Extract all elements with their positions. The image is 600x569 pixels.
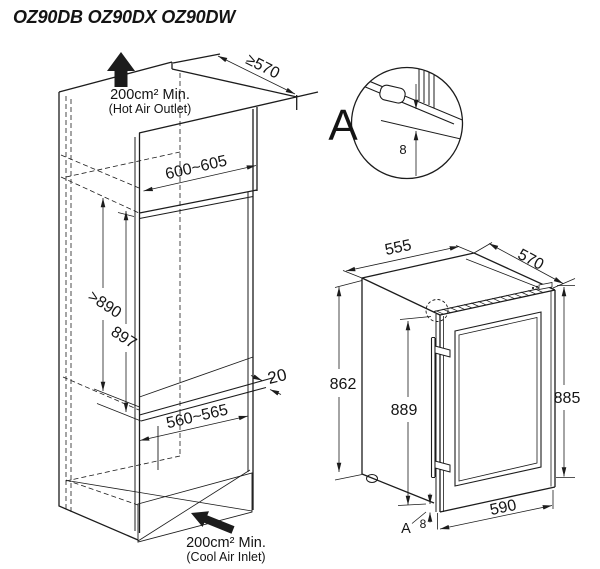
dim-label-top-depth: 570 [515, 246, 547, 274]
hinge-detail-phantom-circle [425, 299, 449, 322]
detail-ref-label: A [401, 521, 411, 537]
door-outline [439, 289, 556, 513]
cabinet-cutout-diagram: 200cm² Min. (Hot Air Outlet) ≥570 600~60… [58, 51, 319, 564]
ext-rear-height [334, 280, 363, 481]
dim-line-niche-width [139, 415, 249, 441]
dim-line-rear-gap-b [269, 389, 282, 396]
detail-contents [356, 67, 463, 176]
ext-front-height [556, 285, 575, 478]
interior-hidden-edges [60, 151, 181, 506]
ext-front-width [437, 490, 554, 530]
cool-air-label-line2: (Cool Air Inlet) [186, 550, 265, 564]
dim-label-foot-gap: 8 [420, 517, 427, 531]
cabinet-detail-lines [69, 356, 275, 542]
dim-line-rear-gap-a [250, 374, 263, 381]
detail-gap-label: 8 [399, 142, 406, 157]
vent-grille-slats [435, 288, 544, 315]
hinge-screw-1 [531, 286, 535, 290]
appliance-dimension-lines [334, 242, 576, 530]
dim-label-body-height: 889 [391, 402, 418, 419]
dim-line-top-depth [217, 55, 296, 95]
cool-air-label-line1: 200cm² Min. [186, 535, 266, 551]
hot-air-label-line1: 200cm² Min. [110, 87, 190, 103]
ext-top-width [342, 245, 475, 279]
dim-label-niche-height-min: >890 [85, 288, 125, 322]
ext-top-depth [473, 242, 576, 289]
niche-edges-outer [138, 107, 258, 533]
dim-line-cabinet-width [143, 165, 257, 192]
wine-cooler-door [425, 289, 556, 513]
dim-line-top-width [345, 246, 460, 272]
dim-label-rear-height: 862 [330, 376, 357, 393]
detail-a-callout: A 8 [328, 66, 464, 180]
detail-circle [350, 66, 464, 180]
door-edge-highlights [443, 291, 552, 512]
niche-floor-front-edges [139, 376, 275, 422]
cool-air-inlet-arrow-icon [191, 511, 235, 534]
hot-air-outlet-arrow-icon [107, 52, 135, 87]
cool-air-vent-panel [137, 472, 253, 543]
door-handle [430, 336, 451, 479]
ext-body-height [397, 316, 432, 506]
vent-grille [433, 282, 553, 315]
cabinet-left-edge [58, 92, 139, 541]
leveling-foot [366, 474, 378, 483]
cabinet-dimension-lines [93, 55, 296, 441]
niche-floor-back-edge [139, 356, 254, 398]
detail-label: A [328, 101, 358, 150]
dim-label-front-width: 590 [488, 497, 518, 519]
dim-line-top-depth [488, 243, 564, 284]
cabinet-hidden-lines [60, 73, 181, 513]
page-title: OZ90DB OZ90DX OZ90DW [13, 7, 237, 27]
door-glass-frame-inner [458, 317, 538, 482]
handle-bar [430, 336, 436, 479]
appliance-foot [379, 84, 406, 104]
detail-a-leader-line [411, 511, 427, 524]
appliance-diagram: 555 570 862 889 885 590 A 8 [330, 237, 581, 537]
dim-label-rear-gap: 20 [266, 365, 289, 388]
cabinet-corner-edges [418, 67, 435, 108]
dim-label-front-height: 885 [554, 390, 581, 407]
vent-grille-back-edge [433, 286, 550, 312]
niche-edges-inner [134, 137, 254, 531]
door-glass-frame-outer [454, 311, 542, 487]
handle-brackets [434, 345, 451, 473]
vent-cross-lines [69, 469, 253, 542]
cabinet-bottom-edges [356, 75, 463, 125]
left-wall-hidden-edges [65, 96, 72, 513]
hinge-screw-2 [535, 285, 539, 288]
extension-lines [93, 212, 142, 422]
dim-label-top-width: 555 [383, 237, 413, 259]
floor-line [380, 120, 463, 140]
hot-air-label-line2: (Hot Air Outlet) [109, 102, 192, 116]
dim-line-front-width [439, 505, 553, 530]
